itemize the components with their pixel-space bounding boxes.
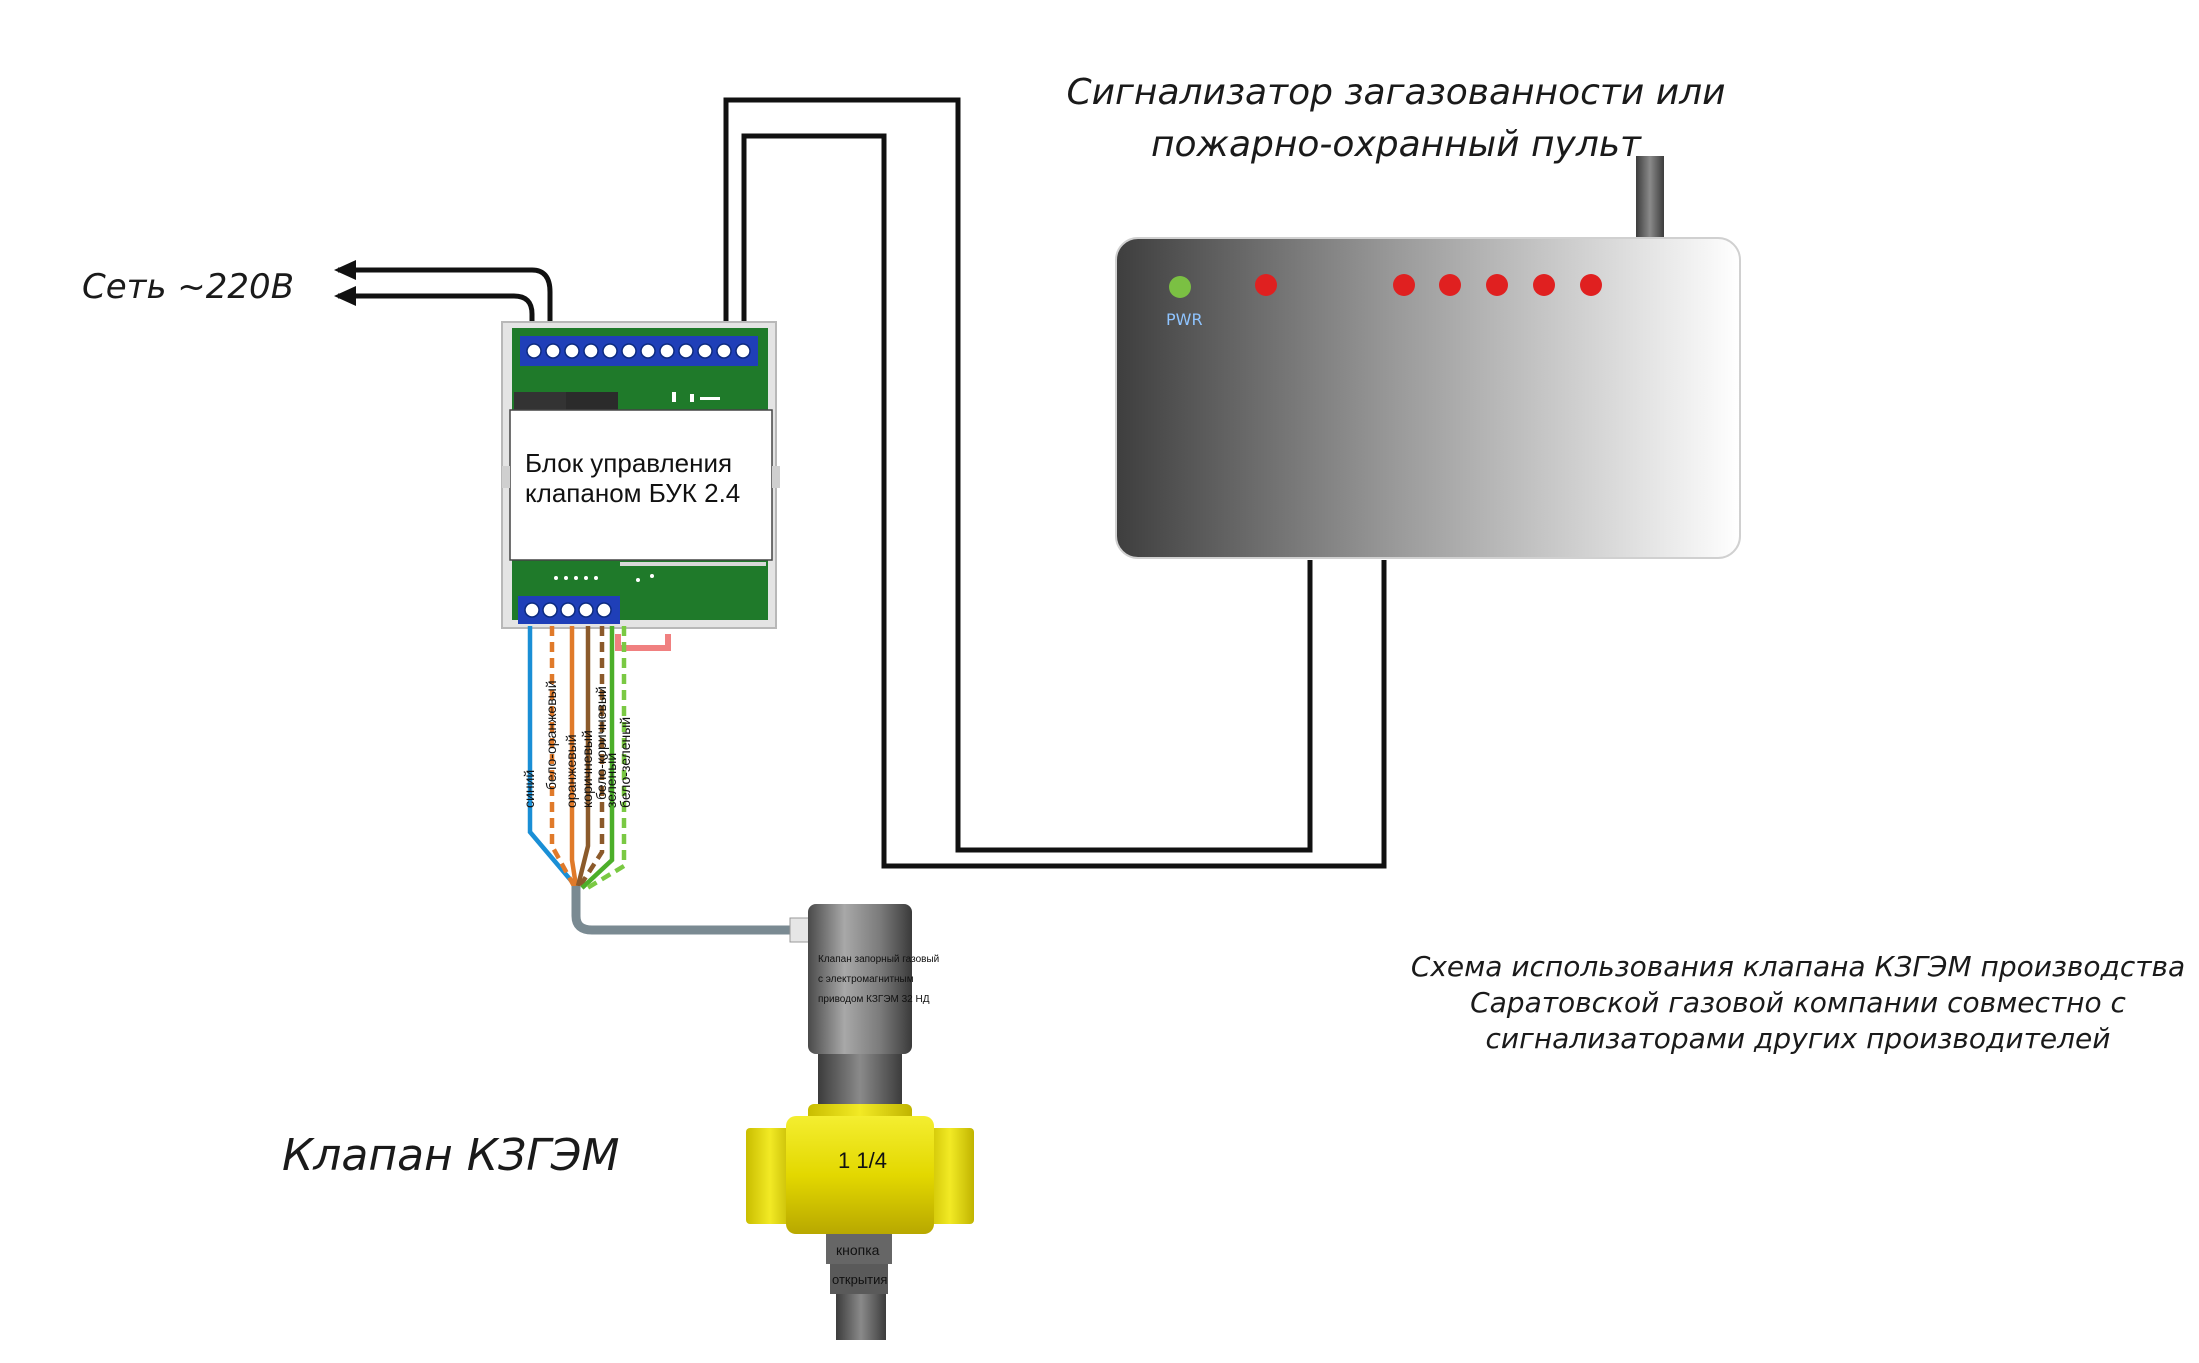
wire-white-orange [549, 626, 576, 888]
valve-body-text-3: приводом КЗГЭМ 32 НД [818, 994, 930, 1005]
pwr-led [1169, 276, 1191, 298]
wire-label-blue: синий [521, 770, 537, 808]
wire-label-white-orange: бело-оранжевый [543, 680, 559, 790]
valve-knob-text-1: кнопка [836, 1242, 880, 1258]
valve-name-label: Клапан КЗГЭМ [282, 1130, 619, 1181]
detector-leds [1169, 274, 1602, 298]
top-terminal-screws [526, 343, 751, 359]
caption-line1: Схема использования клапана КЗГЭМ произв… [1411, 950, 2185, 983]
wire-brown [575, 626, 591, 887]
gas-detector: PWR [1115, 156, 1741, 559]
wire-white-green [582, 626, 627, 892]
status-led-1 [1255, 274, 1277, 296]
detector-title-line1: Сигнализатор загазованности или [1066, 72, 1725, 113]
control-unit-line1: Блок управления [525, 448, 732, 478]
control-unit-line2: клапаном БУК 2.4 [525, 478, 740, 508]
detector-body [1115, 237, 1741, 559]
wire-label-white-brown: бело-коричневый [593, 686, 609, 800]
wire-green [580, 626, 615, 890]
bottom-terminal-screws [524, 602, 612, 618]
cable-wires [527, 626, 627, 892]
diagram-caption: Схема использования клапана КЗГЭМ произв… [1411, 950, 2185, 1055]
wire-labels: синий бело-оранжевый оранжевый коричневы… [521, 680, 633, 808]
valve-knob-text-2: открытия [832, 1272, 887, 1287]
status-led-3 [1439, 274, 1461, 296]
mains-label: Сеть ~220В [82, 267, 294, 307]
svg-text:1 1/4: 1 1/4 [838, 1148, 887, 1173]
control-unit: Блок управления клапаном БУК 2.4 [501, 321, 780, 651]
detector-antenna [1636, 156, 1664, 240]
status-led-2 [1393, 274, 1415, 296]
detector-title-line2: пожарно-охранный пульт [1151, 124, 1642, 165]
valve-body-text-2: с электромагнитным [818, 974, 914, 985]
wire-label-white-green: бело-зеленый [617, 717, 633, 808]
wire-label-brown: коричневый [579, 730, 595, 808]
mains-arrowheads [334, 260, 356, 306]
wire-white-brown [578, 626, 605, 888]
status-led-6 [1580, 274, 1602, 296]
valve-cable [571, 886, 792, 935]
wire-label-green: зеленый [603, 753, 619, 808]
valve-body-text-1: Клапан запорный газовый [818, 954, 939, 965]
valve: Клапан запорный газовый с электромагнитн… [746, 904, 974, 1340]
signal-wires [723, 97, 1387, 869]
wire-blue [527, 626, 576, 886]
status-led-5 [1533, 274, 1555, 296]
pwr-label: PWR [1166, 310, 1203, 329]
caption-line2: Саратовской газовой компании совместно с [1470, 986, 2126, 1019]
mains-wires [338, 267, 553, 338]
wire-orange [569, 626, 579, 887]
caption-line3: сигнализаторами других производителей [1486, 1022, 2111, 1055]
wire-label-orange: оранжевый [563, 734, 579, 808]
control-unit-label-plate [509, 409, 773, 561]
status-led-4 [1486, 274, 1508, 296]
